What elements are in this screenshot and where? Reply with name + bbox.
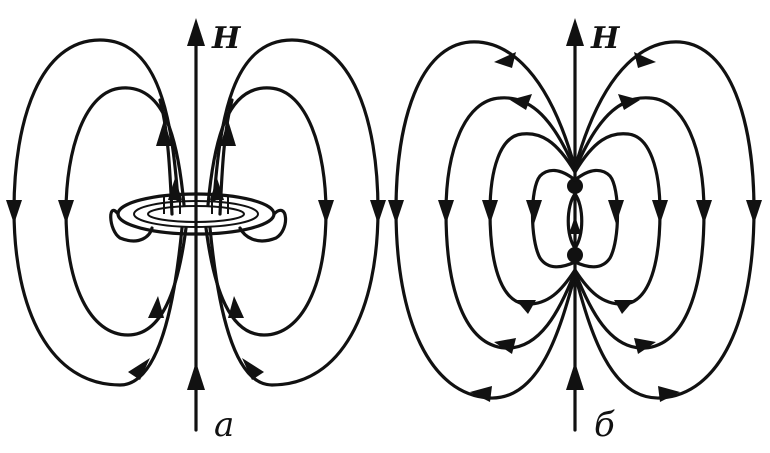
field-line-a-outer-left [12,38,184,387]
field-line-b-left-1 [394,40,577,400]
arrowhead-b-center [569,216,581,234]
panel-label-b: б [594,405,615,445]
arrowhead-b-upper-r2 [618,94,640,110]
arrowhead-b-down-4 [526,200,542,224]
arrowhead-b-lower-l1 [470,386,492,402]
field-label-a: H [211,21,242,56]
flux-line-a-2 [218,98,234,216]
field-line-a-inner-left [64,86,188,337]
panel-label-a: a [214,405,234,445]
arrowhead-a-up-l2 [168,178,182,200]
loop-wrap-left [109,209,154,243]
arrowhead-b-upper-r1 [634,52,656,68]
arrowhead-a-up-r2 [210,178,224,200]
arrowhead-a-down-outer-right [370,200,386,224]
arrowhead-a-low-inner-left [148,296,164,318]
arrowhead-a-low-inner-right [228,296,244,318]
arrowhead-b-down-8 [746,200,762,224]
arrowhead-a-up-left [156,120,172,146]
pole-south [567,247,583,263]
arrowhead-a-down-outer-left [6,200,22,224]
axis-arrow-top-b [566,18,584,46]
field-label-b: H [590,21,621,56]
arrowhead-b-down-3 [482,200,498,224]
panel-a: H a [6,18,386,445]
axis-arrow-bottom-a [187,362,205,390]
arrowhead-b-lower-l2 [494,338,516,354]
panel-b: H б [388,18,762,445]
axis-arrow-bottom-b [566,362,584,390]
field-line-a-outer-right [208,38,380,387]
inner-line-b-left [566,192,577,250]
arrowhead-b-down-7 [696,200,712,224]
arrowhead-b-down-2 [438,200,454,224]
field-line-b-right-2 [573,96,706,350]
arrowhead-b-down-1 [388,200,404,224]
arrowhead-b-lower-r1 [658,386,680,402]
field-line-b-left-2 [444,96,577,350]
axis-arrow-top-a [187,18,205,46]
arrowhead-b-down-6 [652,200,668,224]
pole-north [567,178,583,194]
arrowhead-a-low-outer-right [242,358,264,380]
arrowhead-b-upper-l1 [494,52,516,68]
arrowhead-b-lower-l3 [516,300,536,314]
inner-line-b-right [573,192,584,250]
arrowhead-b-lower-r2 [634,338,656,354]
current-loop-mid [133,200,259,228]
arrowhead-a-down-inner-left [58,200,74,224]
arrowhead-a-low-outer-left [128,358,150,380]
arrowhead-b-down-5 [608,200,624,224]
arrowhead-b-lower-r3 [614,300,634,314]
loop-wrap-right [238,208,288,243]
arrowhead-a-up-right [220,120,236,146]
arrowhead-b-upper-l2 [510,94,532,110]
flux-line-a-1 [158,98,174,216]
arrowhead-a-down-inner-right [318,200,334,224]
field-line-b-right-1 [573,40,756,400]
current-loop-inner [147,205,245,223]
field-line-a-inner-right [204,86,328,337]
